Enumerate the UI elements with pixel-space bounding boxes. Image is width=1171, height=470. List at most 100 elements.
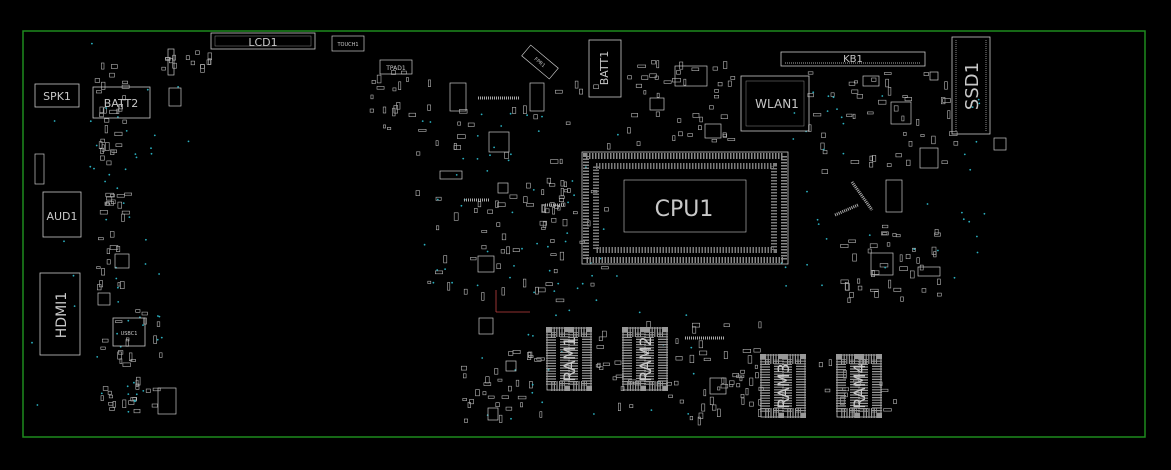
passive-component (111, 64, 118, 69)
passive-component (703, 389, 707, 397)
passive-component (99, 112, 104, 118)
cpu1-package[interactable]: CPU1 (581, 151, 789, 265)
passive-component (100, 138, 105, 143)
passive-component (807, 71, 814, 75)
passive-component (118, 104, 123, 112)
via (976, 235, 978, 238)
ssd1-connector[interactable]: SSD1 (951, 36, 991, 135)
passive-component (462, 398, 467, 401)
via (436, 198, 439, 201)
passive-component (105, 142, 110, 151)
via (977, 98, 980, 101)
passive-component (453, 212, 459, 221)
batt1-connector[interactable]: BATT1 (588, 39, 622, 98)
via (96, 356, 99, 358)
via (969, 168, 972, 171)
passive-component (649, 73, 657, 78)
via (105, 218, 108, 221)
via (968, 220, 971, 223)
dotted-connectors (464, 96, 874, 340)
passive-component (122, 399, 127, 408)
passive-component (114, 131, 123, 136)
passive-component (689, 354, 695, 364)
passive-component (933, 251, 937, 258)
passive-component (427, 104, 431, 111)
passive-component (637, 64, 647, 68)
usbc1-connector[interactable]: USBC1 (112, 317, 146, 347)
wlan1-module[interactable]: WLAN1 (740, 75, 810, 132)
passive-component (730, 76, 736, 80)
passive-component (916, 119, 920, 126)
hdmi1-connector[interactable]: HDMI1 (39, 272, 81, 356)
lcd1-connector[interactable]: LCD1 (210, 32, 316, 50)
passive-component (936, 292, 942, 297)
passive-component (717, 386, 721, 391)
passive-component (888, 279, 892, 289)
passive-component (656, 60, 660, 69)
ram1-chip[interactable]: RAM1 (546, 327, 592, 391)
passive-component (185, 55, 190, 60)
via (124, 168, 127, 171)
passive-component (109, 245, 119, 250)
passive-component (593, 84, 599, 90)
passive-component (100, 395, 104, 401)
board-outline (22, 30, 1146, 438)
passive-component (893, 287, 902, 292)
ram4-chip[interactable]: RAM4 (836, 354, 882, 418)
passive-component (655, 111, 660, 117)
passive-component (428, 79, 431, 88)
passive-component (565, 121, 571, 125)
passive-component (470, 256, 477, 261)
ram2-chip[interactable]: RAM2 (622, 327, 668, 391)
via (127, 393, 130, 395)
passive-component (108, 401, 114, 406)
touch1-connector[interactable]: TOUCH1 (331, 35, 365, 52)
via (455, 174, 458, 176)
passive-component (104, 125, 108, 134)
ram3-chip[interactable]: RAM3 (760, 354, 806, 418)
batt2-connector[interactable]: BATT2 (92, 86, 151, 119)
passive-component (122, 362, 131, 367)
passive-component (371, 80, 376, 84)
via (509, 276, 511, 279)
spk1-connector[interactable]: SPK1 (34, 83, 80, 108)
via (153, 134, 156, 137)
passive-component (692, 113, 700, 118)
passive-component (822, 150, 828, 155)
via (792, 138, 795, 140)
passive-component (755, 372, 759, 379)
passive-component (116, 194, 125, 198)
passive-component (481, 292, 485, 301)
passive-component (517, 395, 527, 400)
usbc1-label: USBC1 (121, 331, 138, 337)
passive-component (151, 403, 158, 408)
passive-component (824, 388, 831, 393)
passive-component (754, 364, 758, 369)
passive-component (562, 219, 568, 227)
passive-component (106, 160, 112, 166)
passive-component (376, 86, 385, 90)
via (581, 282, 584, 285)
via (527, 333, 530, 336)
aud1-jack[interactable]: AUD1 (42, 191, 82, 238)
passive-component (560, 180, 565, 187)
passive-component (152, 387, 161, 392)
via (576, 287, 579, 290)
tpad1-connector[interactable]: TPAD1 (379, 59, 413, 75)
passive-component (820, 142, 825, 150)
passive-component (923, 72, 929, 76)
via (89, 165, 92, 168)
via (133, 381, 135, 384)
passive-component (447, 282, 451, 291)
kb1-connector[interactable]: KB1 (780, 51, 926, 67)
via (135, 156, 138, 159)
via (937, 249, 939, 252)
via (926, 203, 929, 205)
via (825, 238, 828, 240)
passive-component (612, 376, 617, 381)
passive-component (720, 114, 728, 120)
via (510, 417, 512, 420)
passive-component (712, 66, 718, 71)
passive-component (874, 291, 879, 298)
passive-component (453, 145, 461, 150)
